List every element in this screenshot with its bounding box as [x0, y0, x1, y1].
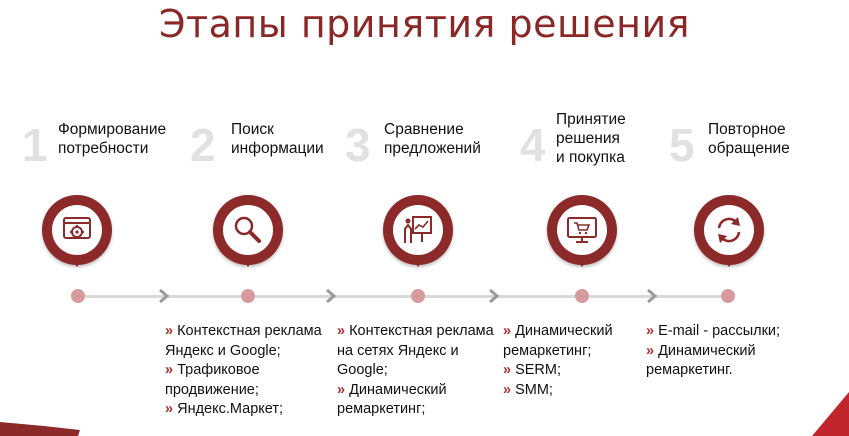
- page-title: Этапы принятия решения: [158, 2, 691, 46]
- shopping-cart-monitor-icon: [567, 217, 597, 243]
- list-item-text: E-mail - рассылки;: [658, 323, 781, 339]
- list-item: » SERM;: [503, 362, 562, 378]
- corner-decoration-right: [812, 392, 849, 436]
- stage-2-number: 2: [190, 119, 216, 171]
- list-item-text: Трафиковое продвижение;: [165, 362, 260, 398]
- list-item: » Динамический ремаркетинг;: [503, 323, 613, 359]
- list-item: » Контекстная реклама Яндекс и Google;: [165, 323, 322, 359]
- stage-4-pin: [547, 195, 617, 267]
- timeline-dot-1: [71, 289, 85, 303]
- list-item-text: Динамический ремаркетинг;: [337, 381, 447, 418]
- stage-5-number: 5: [669, 119, 695, 171]
- list-item-text: SMM;: [515, 381, 553, 398]
- corner-decoration-left: [0, 422, 80, 436]
- chevron-right-icon: [326, 288, 337, 304]
- stage-4-label: Принятие решения и покупка: [556, 110, 626, 167]
- list-item: » Трафиковое продвижение;: [165, 362, 260, 398]
- list-item-text: SERM;: [515, 362, 562, 378]
- list-item-text: Контекстная реклама Яндекс и Google;: [165, 323, 322, 359]
- stage-2-label-text: Поиск информации: [231, 121, 324, 157]
- stage-5-label: Повторное обращение: [708, 120, 790, 158]
- stage-4-label-text: Принятие решения и покупка: [556, 111, 626, 166]
- stage-3-label-text: Сравнение предложений: [384, 121, 481, 157]
- timeline-dot-3: [411, 289, 425, 303]
- stage-2-bullets: » Контекстная реклама на сетях Яндекс и …: [337, 322, 502, 420]
- gear-screen-icon: [63, 217, 91, 239]
- chevron-right-icon: [489, 288, 500, 304]
- refresh-icon: [717, 217, 741, 243]
- stage-3-number: 3: [345, 119, 371, 171]
- magnifier-icon: [234, 216, 261, 243]
- stage-3-pin: [383, 195, 453, 267]
- chevron-right-icon: [647, 288, 658, 304]
- list-item: » Динамический ремаркетинг.: [646, 342, 756, 379]
- list-item-text: Динамический ремаркетинг.: [646, 342, 756, 379]
- timeline-dot-4: [575, 289, 589, 303]
- list-item: » Яндекс.Маркет;: [165, 401, 284, 417]
- stage-5-pin: [694, 195, 764, 267]
- list-item: » Контекстная реклама на сетях Яндекс и …: [337, 323, 494, 378]
- stage-2-label: Поиск информации: [231, 120, 324, 158]
- timeline-line: [78, 295, 728, 298]
- stage-1-bullets: » Контекстная реклама Яндекс и Google; »…: [165, 322, 335, 420]
- stage-5-label-text: Повторное обращение: [708, 121, 790, 157]
- stage-1-label-text: Формирование потребности: [58, 121, 167, 157]
- list-item-text: Контекстная реклама на сетях Яндекс и Go…: [337, 323, 494, 378]
- stage-1-number: 1: [22, 119, 48, 171]
- list-item-text: Динамический ремаркетинг;: [503, 323, 613, 359]
- list-item: » Динамический ремаркетинг;: [337, 381, 447, 418]
- stage-4-bullets: » E-mail - рассылки; » Динамический рема…: [646, 322, 796, 381]
- timeline-dot-2: [241, 289, 255, 303]
- stage-3-label: Сравнение предложений: [384, 120, 481, 158]
- list-item: » E-mail - рассылки;: [646, 323, 781, 339]
- stage-1-pin: [42, 195, 112, 267]
- stage-3-bullets: » Динамический ремаркетинг; » SERM; » SM…: [503, 322, 638, 400]
- stage-2-pin: [213, 195, 283, 267]
- presentation-icon: [404, 216, 432, 243]
- stage-1-label: Формирование потребности: [58, 120, 166, 158]
- stage-4-number: 4: [520, 119, 546, 171]
- list-item: » SMM;: [503, 381, 553, 398]
- chevron-right-icon: [159, 288, 170, 304]
- timeline-dot-5: [721, 289, 735, 303]
- list-item-text: Яндекс.Маркет;: [177, 401, 284, 417]
